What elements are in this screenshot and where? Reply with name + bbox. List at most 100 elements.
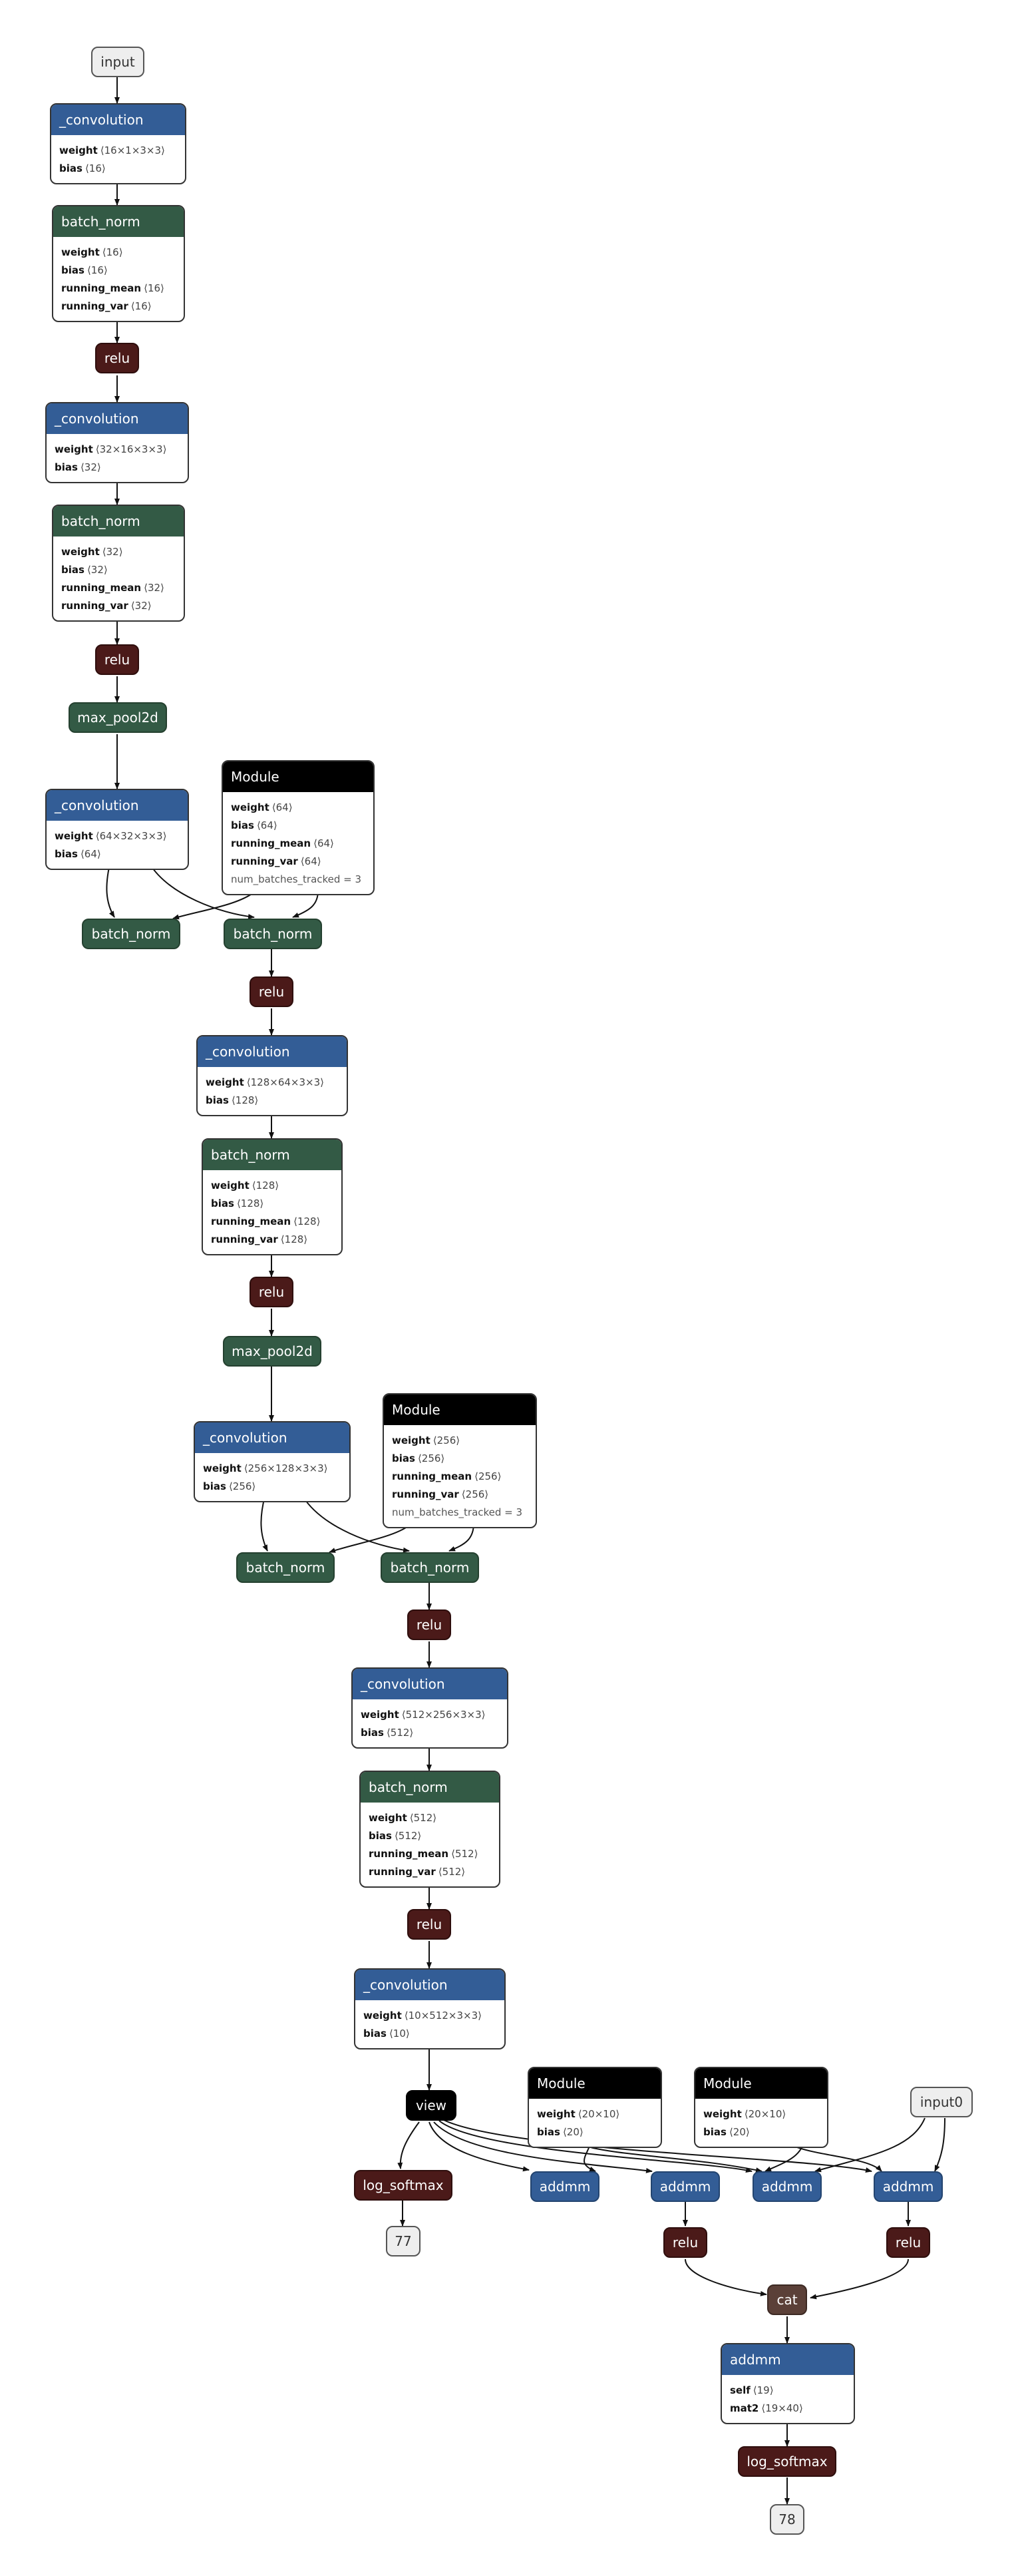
module-title: Module bbox=[223, 761, 373, 792]
module-node-4[interactable]: Module weight⟨20×10⟩ bias⟨20⟩ bbox=[694, 2067, 828, 2148]
param-weight: weight⟨256⟩ bbox=[392, 1434, 460, 1446]
param-self: self⟨19⟩ bbox=[730, 2384, 774, 2396]
module-node-1[interactable]: Module weight⟨64⟩ bias⟨64⟩ running_mean⟨… bbox=[222, 760, 375, 895]
param-bias: bias⟨16⟩ bbox=[59, 162, 106, 174]
param-weight: weight⟨10×512×3×3⟩ bbox=[363, 2010, 482, 2022]
addmm-node-4[interactable]: addmm bbox=[874, 2171, 943, 2202]
convolution-title: _convolution bbox=[198, 1036, 347, 1067]
max-pool2d-node-2[interactable]: max_pool2d bbox=[223, 1336, 321, 1367]
addmm-node-2[interactable]: addmm bbox=[651, 2171, 720, 2202]
batch-norm-node-2[interactable]: batch_norm weight⟨32⟩ bias⟨32⟩ running_m… bbox=[52, 505, 185, 622]
batch-norm-node-3a[interactable]: batch_norm bbox=[82, 919, 180, 949]
module-node-2[interactable]: Module weight⟨256⟩ bias⟨256⟩ running_mea… bbox=[383, 1393, 537, 1528]
convolution-title: _convolution bbox=[353, 1669, 507, 1699]
param-bias: bias⟨64⟩ bbox=[231, 819, 277, 831]
convolution-title: _convolution bbox=[355, 1970, 504, 2000]
batch-norm-title: batch_norm bbox=[361, 1772, 499, 1803]
batch-norm-node-6[interactable]: batch_norm weight⟨512⟩ bias⟨512⟩ running… bbox=[359, 1771, 500, 1888]
module-title: Module bbox=[695, 2068, 827, 2099]
output-78-node[interactable]: 78 bbox=[770, 2504, 804, 2535]
batch-norm-label: batch_norm bbox=[390, 1560, 470, 1576]
convolution-title: _convolution bbox=[195, 1422, 349, 1453]
relu-node-8[interactable]: relu bbox=[886, 2227, 930, 2258]
param-num-batches-tracked: num_batches_tracked = 3 bbox=[231, 873, 362, 885]
convolution-node-5[interactable]: _convolution weight⟨256×128×3×3⟩ bias⟨25… bbox=[194, 1421, 351, 1502]
addmm-label: addmm bbox=[539, 2179, 591, 2195]
param-running-mean: running_mean⟨512⟩ bbox=[369, 1848, 478, 1860]
param-weight: weight⟨20×10⟩ bbox=[537, 2108, 620, 2120]
relu-node-4[interactable]: relu bbox=[250, 1277, 293, 1307]
convolution-node-3[interactable]: _convolution weight⟨64×32×3×3⟩ bias⟨64⟩ bbox=[45, 789, 189, 870]
edge bbox=[428, 2121, 530, 2172]
max-pool2d-node-1[interactable]: max_pool2d bbox=[69, 702, 167, 733]
edge bbox=[934, 2117, 945, 2172]
log-softmax-node-1[interactable]: log_softmax bbox=[354, 2170, 452, 2201]
module-title: Module bbox=[384, 1395, 536, 1425]
relu-node-1[interactable]: relu bbox=[95, 343, 139, 373]
param-bias: bias⟨256⟩ bbox=[392, 1452, 445, 1464]
param-weight: weight⟨128×64×3×3⟩ bbox=[206, 1076, 324, 1088]
addmm-node-1[interactable]: addmm bbox=[530, 2171, 599, 2202]
output-77-node[interactable]: 77 bbox=[386, 2226, 421, 2256]
edge bbox=[814, 2117, 926, 2173]
batch-norm-node-5b[interactable]: batch_norm bbox=[381, 1552, 479, 1583]
convolution-node-2[interactable]: _convolution weight⟨32×16×3×3⟩ bias⟨32⟩ bbox=[45, 402, 189, 483]
addmm-node-3[interactable]: addmm bbox=[753, 2171, 822, 2202]
input0-node[interactable]: input0 bbox=[910, 2087, 973, 2117]
param-bias: bias⟨16⟩ bbox=[61, 264, 108, 276]
edge bbox=[260, 1496, 268, 1552]
param-running-var: running_var⟨64⟩ bbox=[231, 855, 321, 867]
param-running-mean: running_mean⟨128⟩ bbox=[211, 1215, 321, 1227]
relu-node-3[interactable]: relu bbox=[250, 976, 293, 1007]
param-bias: bias⟨20⟩ bbox=[703, 2126, 750, 2138]
batch-norm-node-4[interactable]: batch_norm weight⟨128⟩ bias⟨128⟩ running… bbox=[202, 1138, 343, 1255]
param-running-mean: running_mean⟨16⟩ bbox=[61, 282, 164, 294]
param-weight: weight⟨20×10⟩ bbox=[703, 2108, 786, 2120]
relu-label: relu bbox=[895, 2235, 922, 2251]
convolution-title: _convolution bbox=[51, 105, 185, 135]
param-mat2: mat2⟨19×40⟩ bbox=[730, 2402, 803, 2414]
input0-label: input0 bbox=[920, 2094, 963, 2110]
module-node-3[interactable]: Module weight⟨20×10⟩ bias⟨20⟩ bbox=[528, 2067, 662, 2148]
batch-norm-node-1[interactable]: batch_norm weight⟨16⟩ bias⟨16⟩ running_m… bbox=[52, 205, 185, 322]
input-node[interactable]: input bbox=[91, 47, 144, 77]
edge bbox=[302, 1496, 410, 1553]
batch-norm-label: batch_norm bbox=[246, 1560, 325, 1576]
log-softmax-node-2[interactable]: log_softmax bbox=[738, 2446, 836, 2477]
cat-label: cat bbox=[776, 2292, 798, 2308]
param-bias: bias⟨512⟩ bbox=[361, 1727, 414, 1739]
param-running-mean: running_mean⟨64⟩ bbox=[231, 837, 334, 849]
cat-node[interactable]: cat bbox=[767, 2284, 807, 2315]
convolution-title: _convolution bbox=[47, 403, 188, 434]
relu-node-6[interactable]: relu bbox=[407, 1909, 451, 1940]
param-weight: weight⟨64⟩ bbox=[231, 801, 293, 813]
edge bbox=[397, 2121, 420, 2169]
addmm-node-final[interactable]: addmm self⟨19⟩ mat2⟨19×40⟩ bbox=[721, 2343, 855, 2424]
param-running-mean: running_mean⟨256⟩ bbox=[392, 1470, 502, 1482]
param-weight: weight⟨512⟩ bbox=[369, 1812, 437, 1824]
param-weight: weight⟨128⟩ bbox=[211, 1180, 279, 1191]
convolution-title: _convolution bbox=[47, 790, 188, 821]
param-bias: bias⟨32⟩ bbox=[61, 564, 108, 576]
relu-node-7[interactable]: relu bbox=[663, 2227, 707, 2258]
edge bbox=[149, 863, 255, 919]
param-running-var: running_var⟨128⟩ bbox=[211, 1233, 308, 1245]
batch-norm-node-5a[interactable]: batch_norm bbox=[236, 1552, 335, 1583]
edge bbox=[433, 2121, 653, 2173]
batch-norm-title: batch_norm bbox=[53, 206, 184, 237]
convolution-node-4[interactable]: _convolution weight⟨128×64×3×3⟩ bias⟨128… bbox=[196, 1035, 348, 1116]
param-bias: bias⟨64⟩ bbox=[55, 848, 101, 860]
convolution-node-1[interactable]: _convolution weight⟨16×1×3×3⟩ bias⟨16⟩ bbox=[50, 103, 186, 184]
convolution-node-6[interactable]: _convolution weight⟨512×256×3×3⟩ bias⟨51… bbox=[351, 1667, 508, 1749]
relu-node-5[interactable]: relu bbox=[407, 1610, 451, 1640]
relu-label: relu bbox=[258, 1284, 285, 1300]
edge bbox=[685, 2258, 767, 2296]
convolution-node-7[interactable]: _convolution weight⟨10×512×3×3⟩ bias⟨10⟩ bbox=[354, 1968, 506, 2049]
batch-norm-node-3b[interactable]: batch_norm bbox=[224, 919, 322, 949]
param-weight: weight⟨32×16×3×3⟩ bbox=[55, 443, 167, 455]
param-weight: weight⟨16×1×3×3⟩ bbox=[59, 144, 165, 156]
param-weight: weight⟨256×128×3×3⟩ bbox=[203, 1462, 328, 1474]
view-node[interactable]: view bbox=[406, 2090, 456, 2121]
param-bias: bias⟨128⟩ bbox=[211, 1197, 264, 1209]
relu-node-2[interactable]: relu bbox=[95, 644, 139, 675]
